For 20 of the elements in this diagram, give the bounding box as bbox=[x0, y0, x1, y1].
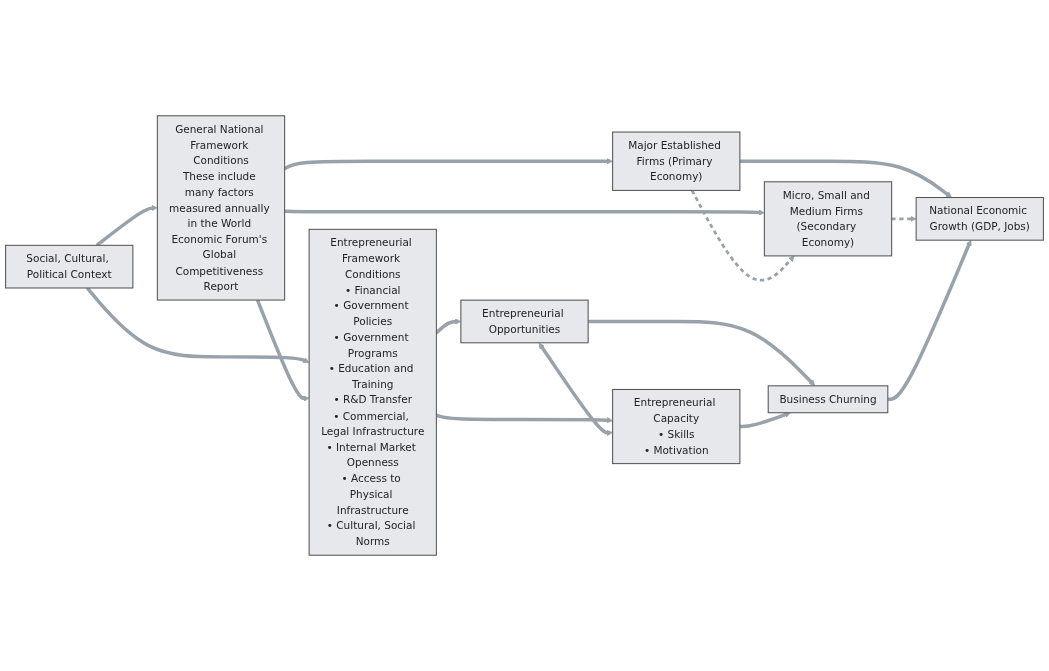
node-box: Business Churning bbox=[767, 385, 889, 414]
node-box: Micro, Small and Medium Firms (Secondary Economy) bbox=[763, 181, 893, 257]
node-box: Major Established Firms (Primary Economy) bbox=[612, 131, 741, 191]
node-box: Social, Cultural, Political Context bbox=[5, 244, 134, 289]
node-box: Entrepreneurial Opportunities bbox=[460, 299, 589, 344]
node-box: National Economic Growth (GDP, Jobs) bbox=[915, 197, 1044, 241]
arrow bbox=[891, 215, 917, 222]
arrow bbox=[690, 189, 795, 282]
arrow bbox=[255, 299, 310, 402]
arrow bbox=[739, 411, 791, 429]
node-box: General National Framework Conditions These include many factors measured annually in the World Economic Forum's Global Competitiveness Report bbox=[156, 115, 286, 301]
arrow bbox=[588, 319, 816, 387]
arrow bbox=[538, 342, 613, 436]
arrow bbox=[85, 286, 310, 364]
node-box: Entrepreneurial Framework Conditions • Financial • Government Policies • Government Programs • Education and Training • R&D Transfer • Commercial, Legal Infrastructure • Internal Market Openness • Access to Physical Infrastructure • Cultural, Social Norms bbox=[308, 228, 437, 556]
arrow bbox=[887, 239, 972, 401]
arrow bbox=[739, 159, 952, 198]
node-box: Entrepreneurial Capacity • Skills • Motivation bbox=[612, 388, 741, 465]
arrow bbox=[284, 209, 765, 216]
arrow bbox=[95, 204, 158, 247]
